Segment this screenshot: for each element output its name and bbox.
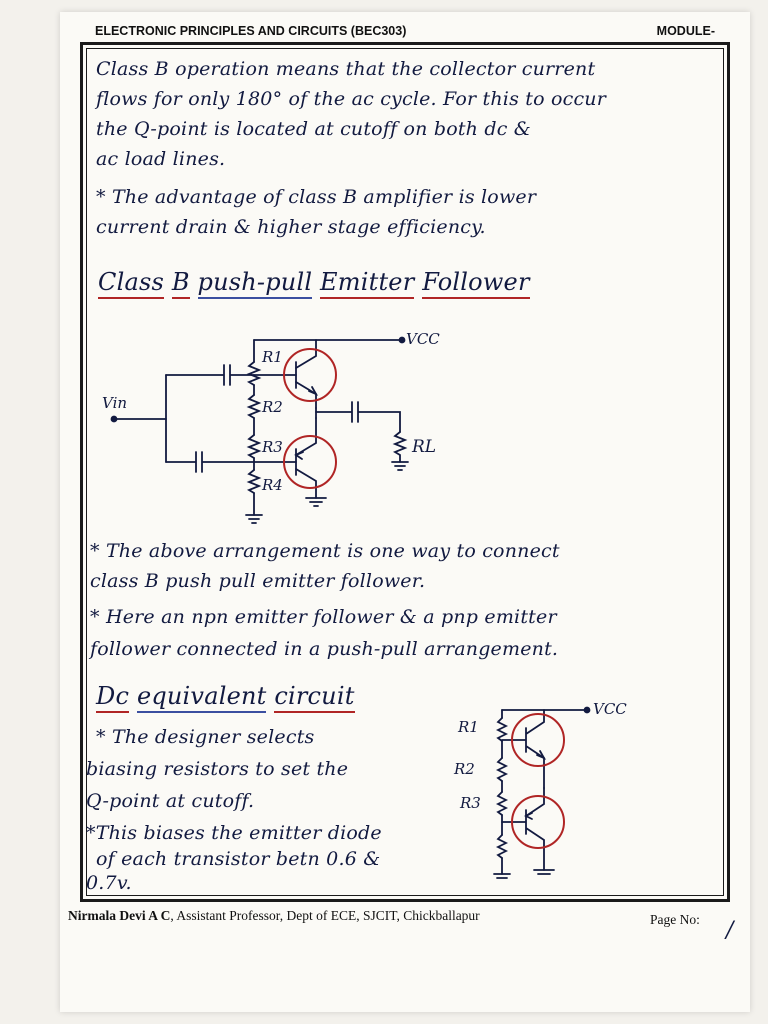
- r1-label: R1: [261, 348, 283, 366]
- author-affiliation: , Assistant Professor, Dept of ECE, SJCI…: [170, 908, 480, 923]
- note-line: * The advantage of class B amplifier is …: [96, 186, 537, 208]
- note-line: ac load lines.: [96, 148, 226, 170]
- note-line: * Here an npn emitter follower & a pnp e…: [90, 606, 557, 628]
- page-header: ELECTRONIC PRINCIPLES AND CIRCUITS (BEC3…: [95, 24, 715, 38]
- heading-word: Class: [98, 268, 164, 299]
- note-line: * The designer selects: [96, 726, 315, 748]
- author-name: Nirmala Devi A C: [68, 908, 171, 923]
- note-line: class B push pull emitter follower.: [90, 570, 426, 592]
- section-heading-dc-equivalent: Dc equivalent circuit: [96, 682, 355, 713]
- note-line: biasing resistors to set the: [86, 758, 349, 780]
- heading-word: equivalent: [136, 682, 267, 713]
- r3-label: R3: [459, 794, 481, 812]
- paper-sheet: [60, 12, 750, 1012]
- note-line: the Q-point is located at cutoff on both…: [96, 118, 531, 140]
- heading-word: push-pull: [197, 268, 313, 299]
- page-footer: Nirmala Devi A C, Assistant Professor, D…: [68, 908, 718, 924]
- rl-label: RL: [411, 437, 436, 457]
- course-title: ELECTRONIC PRINCIPLES AND CIRCUITS (BEC3…: [95, 24, 407, 38]
- heading-word: circuit: [274, 682, 355, 713]
- note-line: current drain & higher stage efficiency.: [96, 216, 486, 238]
- heading-word: Emitter: [320, 268, 415, 299]
- r2-label: R2: [261, 398, 283, 416]
- r4-label: R4: [261, 476, 283, 494]
- dc-equivalent-circuit-diagram: VCC R1 R2 R3: [453, 700, 627, 879]
- module-label: MODULE-: [656, 24, 715, 38]
- heading-word: Dc: [96, 682, 130, 713]
- section-heading-push-pull: Class B push-pull Emitter Follower: [98, 268, 530, 299]
- page-border-outer: [80, 42, 730, 902]
- note-line: 0.7v.: [86, 872, 132, 894]
- vcc-label: VCC: [406, 330, 440, 348]
- r3-label: R3: [261, 438, 283, 456]
- heading-word: B: [171, 268, 190, 299]
- note-line: *This biases the emitter diode: [86, 822, 382, 844]
- note-line: * The above arrangement is one way to co…: [90, 540, 560, 562]
- note-line: Class B operation means that the collect…: [96, 58, 596, 80]
- r2-label: R2: [453, 760, 475, 778]
- vcc-label: VCC: [593, 700, 627, 718]
- note-line: follower connected in a push-pull arrang…: [90, 638, 559, 660]
- push-pull-circuit-diagram: VCC Vin R1 R2 R3 R4 RL: [102, 330, 440, 524]
- note-line: of each transistor betn 0.6 &: [96, 848, 381, 870]
- page-number-handwritten: /: [726, 918, 734, 943]
- note-line: Q-point at cutoff.: [86, 790, 255, 812]
- r1-label: R1: [457, 718, 479, 736]
- heading-word: Follower: [422, 268, 530, 299]
- vin-label: Vin: [102, 394, 127, 412]
- page-number-label: Page No:: [650, 912, 700, 927]
- page-border-inner: [86, 48, 724, 896]
- note-line: flows for only 180° of the ac cycle. For…: [96, 88, 607, 110]
